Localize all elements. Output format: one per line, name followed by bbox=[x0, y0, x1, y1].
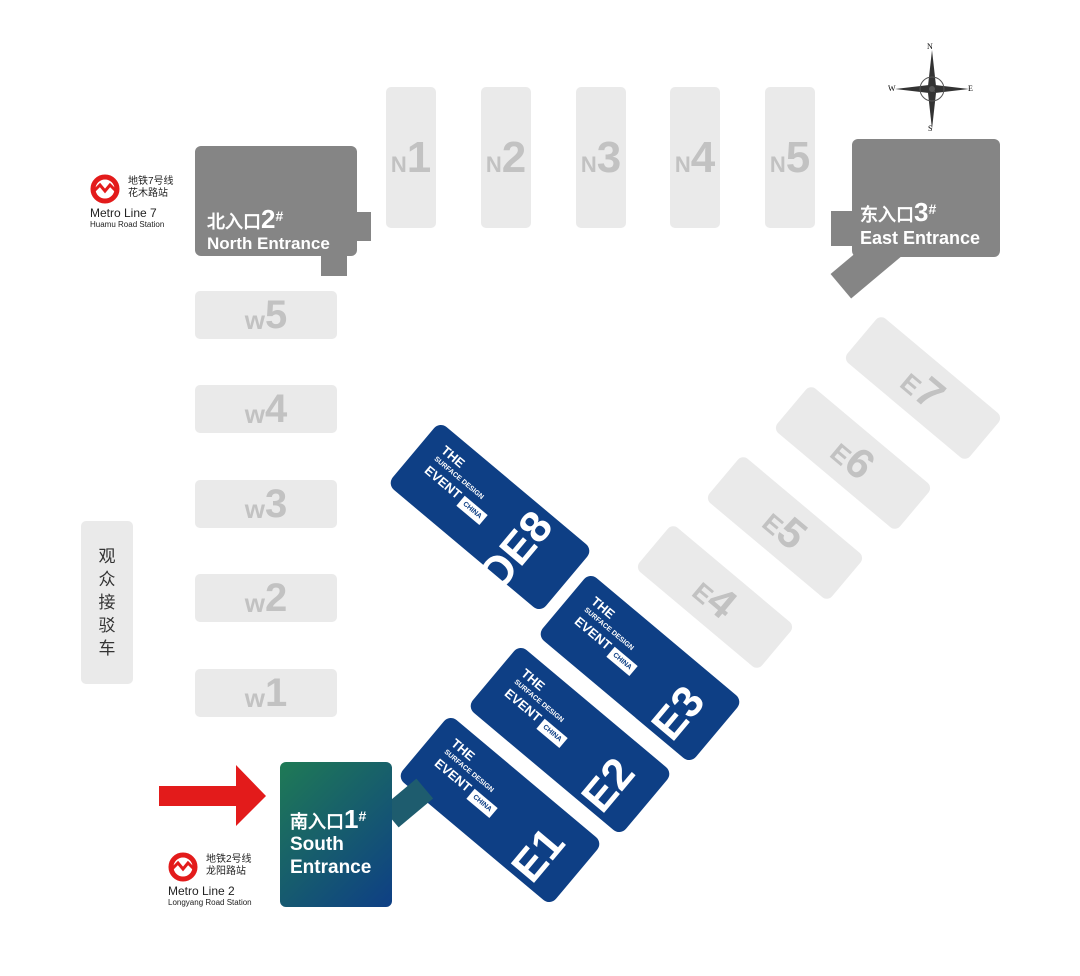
hall-label: E3 bbox=[642, 676, 715, 750]
hall-prefix: N bbox=[769, 151, 786, 177]
hall-number: 1 bbox=[406, 132, 432, 182]
metro-logo-icon bbox=[90, 174, 120, 204]
hall-number: 5 bbox=[264, 292, 288, 337]
shuttle-char: 驳 bbox=[98, 616, 116, 635]
hall-number: 3 bbox=[264, 481, 288, 526]
shuttle-char: 接 bbox=[98, 593, 116, 612]
compass-w: W bbox=[888, 84, 896, 93]
metro-station: Huamu Road Station bbox=[90, 220, 165, 229]
hall-prefix: w bbox=[244, 682, 265, 713]
entrance-zh: 南入口 bbox=[290, 812, 344, 832]
metro-line-7[interactable]: 地铁7号线花木路站 Metro Line 7 Huamu Road Statio… bbox=[90, 174, 174, 229]
entrance-en: East Entrance bbox=[860, 228, 981, 248]
entrance-number: 3 bbox=[914, 197, 929, 227]
hall-number: 2 bbox=[501, 132, 527, 182]
compass-rose: N S E W bbox=[885, 42, 980, 137]
east-entrance[interactable]: 东入口3# East Entrance bbox=[852, 139, 1000, 257]
entrance-mark: # bbox=[275, 208, 284, 224]
hall-prefix: w bbox=[244, 493, 265, 524]
metro-line-name: Metro Line 7 bbox=[90, 206, 157, 220]
hall-prefix: N bbox=[485, 151, 502, 177]
hall-prefix: w bbox=[244, 398, 265, 429]
hall-number: 2 bbox=[264, 575, 288, 620]
shuttle-char: 众 bbox=[98, 570, 116, 589]
metro-line-2[interactable]: 地铁2号线龙阳路站 Metro Line 2 Longyang Road Sta… bbox=[168, 852, 252, 907]
metro-line-name: Metro Line 2 bbox=[168, 884, 235, 898]
entrance-en: North Entrance bbox=[207, 234, 330, 253]
entrance-mark: # bbox=[358, 808, 367, 824]
metro-zh: 地铁7号线花木路站 bbox=[128, 176, 174, 199]
entrance-en: Entrance bbox=[290, 857, 372, 878]
entrance-number: 2 bbox=[261, 204, 276, 234]
hall-label: E1 bbox=[502, 818, 575, 892]
compass-s: S bbox=[928, 124, 933, 133]
compass-n: N bbox=[927, 42, 933, 51]
shuttle-char: 车 bbox=[98, 639, 116, 658]
hall-number: 5 bbox=[785, 132, 811, 182]
metro-logo-icon bbox=[168, 852, 198, 882]
entrance-zh: 北入口 bbox=[207, 212, 261, 232]
hall-label: E2 bbox=[572, 748, 645, 822]
south-entrance[interactable]: 南入口1# South Entrance bbox=[280, 762, 392, 907]
metro-zh: 地铁2号线龙阳路站 bbox=[206, 854, 252, 877]
north-entrance[interactable]: 北入口2# North Entrance bbox=[195, 146, 357, 256]
hall-prefix: N bbox=[390, 151, 407, 177]
hall-number: 1 bbox=[264, 670, 288, 715]
entrance-number: 1 bbox=[344, 804, 359, 834]
metro-station: Longyang Road Station bbox=[168, 898, 252, 907]
hall-prefix: w bbox=[244, 304, 265, 335]
shuttle-char: 观 bbox=[98, 547, 116, 566]
entrance-connector bbox=[357, 212, 371, 241]
entrance-mark: # bbox=[928, 201, 937, 217]
arrow-icon bbox=[159, 765, 266, 826]
entrance-en: South bbox=[290, 834, 344, 855]
hall-number: 4 bbox=[690, 132, 716, 182]
hall-number: 4 bbox=[264, 386, 288, 431]
shuttle-bus-stop[interactable]: 观 众 接 驳 车 bbox=[81, 521, 133, 684]
compass-e: E bbox=[968, 84, 973, 93]
hall-number: 3 bbox=[596, 132, 622, 182]
entrance-connector bbox=[831, 211, 853, 246]
entrance-zh: 东入口 bbox=[860, 205, 914, 225]
hall-prefix: w bbox=[244, 587, 265, 618]
hall-prefix: N bbox=[580, 151, 597, 177]
compass-icon bbox=[895, 50, 969, 129]
hall-prefix: N bbox=[674, 151, 691, 177]
